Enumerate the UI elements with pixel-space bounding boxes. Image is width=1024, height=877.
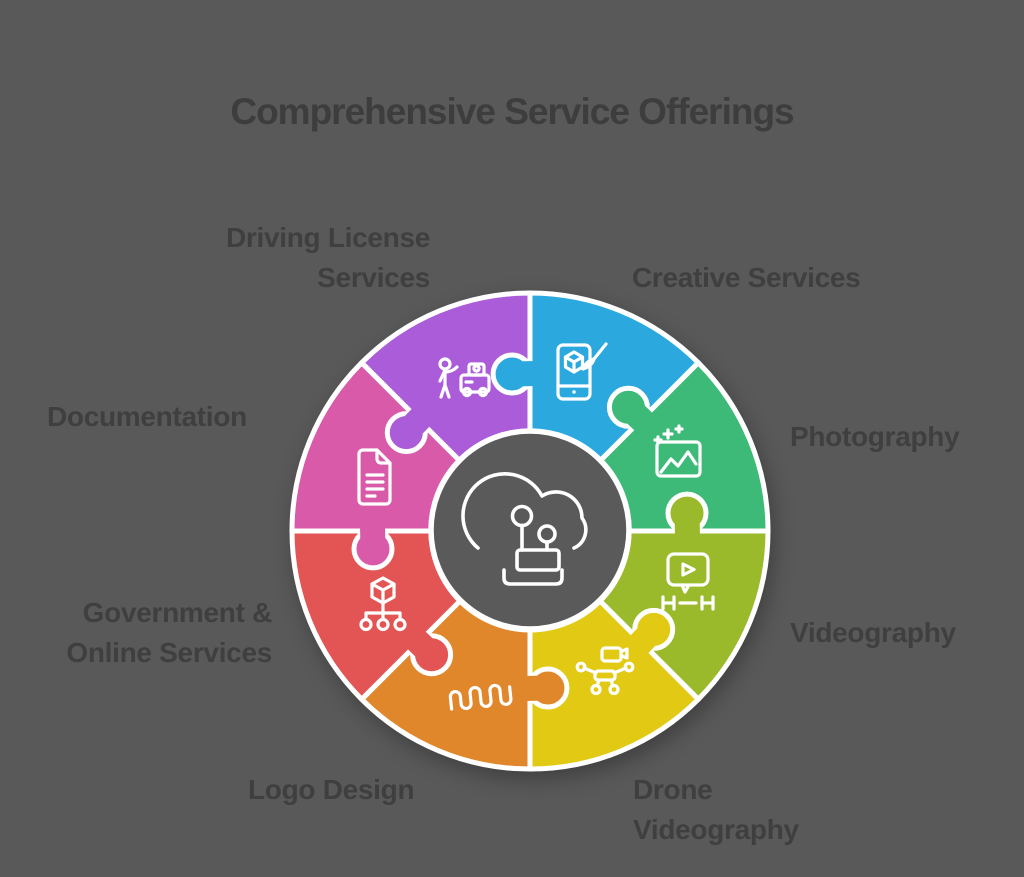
- puzzle-knob-neck: [674, 500, 701, 555]
- photo-sparkles-icon: [653, 424, 702, 478]
- label-documentation: Documentation: [47, 401, 247, 432]
- center-circle: [428, 428, 632, 632]
- puzzle-knob-neck: [359, 507, 386, 562]
- puzzle-knob-neck: [621, 616, 667, 663]
- label-photography: Photography: [790, 421, 960, 452]
- phone-design-icon: [556, 342, 608, 401]
- puzzle-knob-neck: [398, 622, 445, 668]
- puzzle-knob-neck: [393, 399, 439, 446]
- label-drone-videography: Drone Videography: [633, 774, 799, 845]
- label-creative-services: Creative Services: [632, 262, 861, 293]
- label-logo-design: Logo Design: [248, 774, 415, 805]
- label-government-online-services: Government & Online Services: [66, 597, 272, 668]
- puzzle-knob-neck: [615, 394, 662, 440]
- label-driving-license-services: Driving License Services: [225, 222, 430, 293]
- cloud-robot-icon: [461, 472, 588, 586]
- label-videography: Videography: [790, 617, 956, 648]
- puzzle-knob-neck: [506, 675, 561, 702]
- person-car-icon: [438, 357, 491, 399]
- puzzle-knob-neck: [499, 360, 554, 387]
- page-title: Comprehensive Service Offerings: [230, 91, 794, 132]
- video-player-icon: [661, 552, 715, 611]
- drone-camera-icon: [575, 646, 635, 696]
- signature-wave-icon: [448, 683, 513, 711]
- document-icon: [357, 448, 392, 506]
- network-cube-icon: [359, 576, 407, 632]
